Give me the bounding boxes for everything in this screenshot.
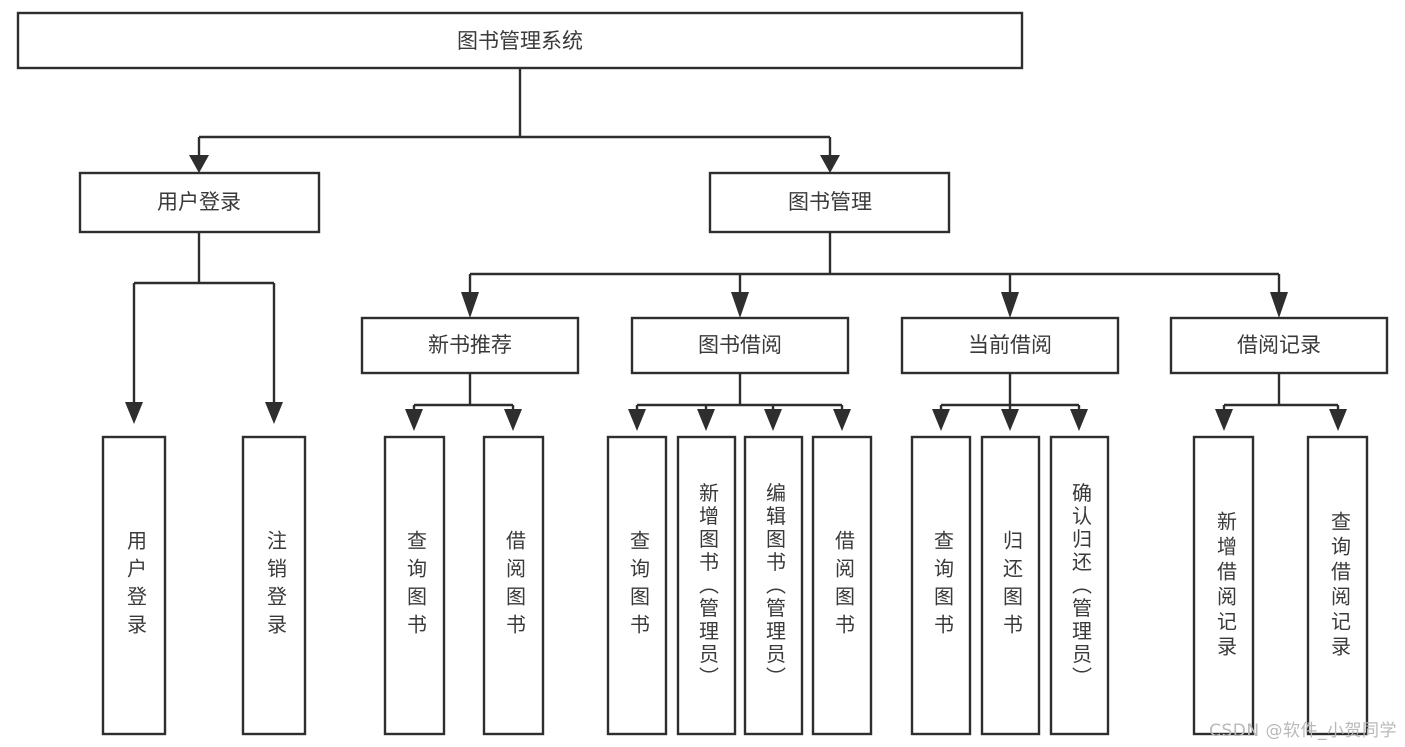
node-leaf-add-book[interactable]: 新增图书（管理员） — [676, 435, 737, 736]
arrow-head-leaf-query-record — [1329, 409, 1347, 431]
node-leaf-add-book-box[interactable] — [676, 435, 737, 736]
node-current-borrow[interactable]: 当前借阅 — [900, 316, 1120, 375]
node-leaf-return-book-label: 归还图书 — [1000, 530, 1024, 642]
node-leaf-query-record-box[interactable] — [1306, 435, 1369, 736]
node-leaf-borrow-book-1[interactable]: 借阅图书 — [482, 435, 545, 736]
arrow-head-leaf-query-book-2 — [628, 409, 646, 431]
node-book-borrow[interactable]: 图书借阅 — [630, 316, 850, 375]
node-leaf-borrow-book-2-box[interactable] — [811, 435, 873, 736]
node-leaf-user-logout-box[interactable] — [241, 435, 307, 736]
node-leaf-confirm-return[interactable]: 确认归还（管理员） — [1049, 435, 1110, 736]
node-leaf-user-logout[interactable]: 注销登录 — [241, 435, 307, 736]
node-book-manage-label: 图书管理 — [788, 190, 872, 214]
node-root[interactable]: 图书管理系统 — [16, 11, 1024, 70]
arrow-head-leaf-add-record — [1215, 409, 1233, 431]
node-leaf-edit-book-label: 编辑图书（管理员） — [763, 482, 787, 689]
node-user-login-label: 用户登录 — [157, 190, 241, 214]
node-current-borrow-box[interactable] — [900, 316, 1120, 375]
arrow-head-leaf-confirm-return — [1070, 409, 1088, 431]
node-leaf-add-record-box[interactable] — [1192, 435, 1255, 736]
node-leaf-confirm-return-box[interactable] — [1049, 435, 1110, 736]
node-leaf-query-book-3-box[interactable] — [910, 435, 972, 736]
node-leaf-confirm-return-label: 确认归还（管理员） — [1069, 482, 1093, 689]
node-leaf-user-login-label: 用户登录 — [124, 530, 148, 642]
node-leaf-add-book-label: 新增图书（管理员） — [696, 482, 720, 689]
node-leaf-query-book-3-label: 查询图书 — [931, 530, 955, 642]
node-leaf-add-record[interactable]: 新增借阅记录 — [1192, 435, 1255, 736]
arrow-head-leaf-query-book-3 — [932, 409, 950, 431]
node-current-borrow-label: 当前借阅 — [968, 333, 1052, 357]
node-book-borrow-label: 图书借阅 — [698, 333, 782, 357]
arrow-head-user-login — [189, 155, 209, 173]
node-leaf-query-book-2-box[interactable] — [606, 435, 668, 736]
node-leaf-query-book-3[interactable]: 查询图书 — [910, 435, 972, 736]
node-root-box[interactable] — [16, 11, 1024, 70]
node-book-manage-box[interactable] — [708, 171, 951, 234]
arrow-head-new-book-rec — [461, 292, 479, 318]
node-leaf-user-login[interactable]: 用户登录 — [101, 435, 167, 736]
node-book-manage[interactable]: 图书管理 — [708, 171, 951, 234]
arrow-head-borrow-record — [1270, 292, 1288, 318]
node-leaf-borrow-book-1-label: 借阅图书 — [503, 530, 527, 642]
node-leaf-query-record[interactable]: 查询借阅记录 — [1306, 435, 1369, 736]
node-leaf-edit-book[interactable]: 编辑图书（管理员） — [743, 435, 804, 736]
node-user-login[interactable]: 用户登录 — [78, 171, 321, 234]
node-leaf-edit-book-box[interactable] — [743, 435, 804, 736]
node-leaf-query-record-label: 查询借阅记录 — [1328, 511, 1352, 661]
node-book-borrow-box[interactable] — [630, 316, 850, 375]
arrow-head-leaf-return-book — [1001, 409, 1019, 431]
arrow-head-book-manage — [820, 155, 840, 173]
node-leaf-borrow-book-2-label: 借阅图书 — [832, 530, 856, 642]
node-leaf-return-book[interactable]: 归还图书 — [980, 435, 1041, 736]
arrow-head-book-borrow — [731, 292, 749, 318]
node-leaf-user-logout-label: 注销登录 — [264, 530, 288, 642]
node-root-label: 图书管理系统 — [457, 29, 583, 53]
node-leaf-query-book-1-box[interactable] — [383, 435, 446, 736]
node-leaf-user-login-box[interactable] — [101, 435, 167, 736]
node-leaf-borrow-book-2[interactable]: 借阅图书 — [811, 435, 873, 736]
node-leaf-query-book-2-label: 查询图书 — [627, 530, 651, 642]
node-borrow-record[interactable]: 借阅记录 — [1169, 316, 1389, 375]
node-leaf-return-book-box[interactable] — [980, 435, 1041, 736]
node-leaf-add-record-label: 新增借阅记录 — [1214, 511, 1238, 661]
arrow-head-leaf-add-book — [697, 409, 715, 431]
node-user-login-box[interactable] — [78, 171, 321, 234]
arrow-head-leaf-user-login — [125, 402, 143, 424]
node-borrow-record-box[interactable] — [1169, 316, 1389, 375]
arrow-head-leaf-borrow-book-2 — [833, 409, 851, 431]
node-new-book-rec-box[interactable] — [360, 316, 580, 375]
arrow-head-leaf-borrow-book-1 — [504, 409, 522, 431]
arrow-head-leaf-query-book-1 — [405, 409, 423, 431]
arrow-head-current-borrow — [1001, 292, 1019, 318]
node-leaf-query-book-1-label: 查询图书 — [404, 530, 428, 642]
arrow-head-leaf-user-logout — [265, 402, 283, 424]
node-borrow-record-label: 借阅记录 — [1237, 333, 1321, 357]
node-leaf-query-book-2[interactable]: 查询图书 — [606, 435, 668, 736]
arrow-head-leaf-edit-book — [764, 409, 782, 431]
connector-layer — [125, 68, 1347, 431]
node-new-book-rec[interactable]: 新书推荐 — [360, 316, 580, 375]
node-leaf-query-book-1[interactable]: 查询图书 — [383, 435, 446, 736]
node-leaf-borrow-book-1-box[interactable] — [482, 435, 545, 736]
node-new-book-rec-label: 新书推荐 — [428, 333, 512, 357]
